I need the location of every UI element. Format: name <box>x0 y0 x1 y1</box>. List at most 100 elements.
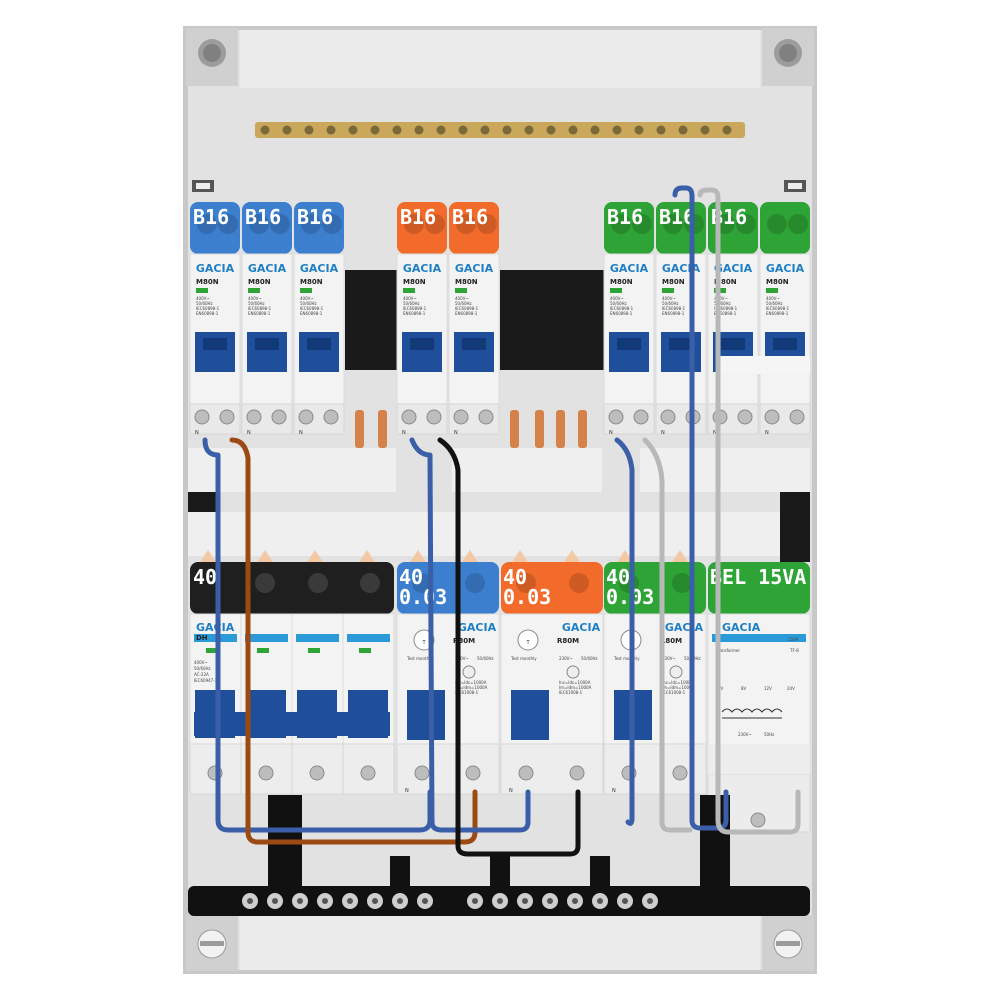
row1-cover-mid <box>452 448 602 492</box>
mcb-model: M80N <box>300 278 323 286</box>
earth-screw-hole <box>480 125 490 135</box>
rcd-cap-hole <box>412 573 432 593</box>
mcb-cap-hole <box>249 214 269 234</box>
corner-screw-top-left <box>186 28 238 86</box>
mcb-spec-line: EN60898-1 <box>455 311 478 316</box>
bell-wire-blue <box>672 185 729 831</box>
mcb-spec-line: IEC60898-1 <box>403 306 427 311</box>
rcd-spec-line: Im=Idm=1000A <box>662 685 695 690</box>
mcb-spec-line: 400V~ <box>248 296 262 301</box>
neutral-screw-slot <box>247 898 253 904</box>
mcb-module: GACIAM80N400V~50/60HzIEC60898-1EN60898-1… <box>396 202 448 436</box>
blank-cover-1 <box>345 270 397 370</box>
neutral-screw-slot <box>322 898 328 904</box>
mcb-toggle-top <box>669 338 693 350</box>
row1-cover-left <box>188 448 396 492</box>
rcd-terminal-block <box>396 743 500 795</box>
test-button-letter: T <box>421 640 426 646</box>
terminal-letter: N <box>612 788 616 794</box>
mcb-cap-hole <box>218 214 238 234</box>
rcd-spec-line: IEC61008-1 <box>662 690 686 695</box>
mcb-cover <box>294 202 344 254</box>
terminal-screw <box>401 409 417 425</box>
mcb-body <box>396 253 448 405</box>
earth-screw-hole <box>524 125 534 135</box>
busbar-tip <box>307 550 323 562</box>
mcb-cap-hole <box>736 214 756 234</box>
isolator-handle-bar[interactable] <box>194 712 390 736</box>
row1-cover-right <box>640 448 810 492</box>
mcb-brand: GACIA <box>196 262 235 275</box>
neutral-wire-blue-3 <box>614 437 635 826</box>
mcb-spec-line: IEC60898-1 <box>610 306 634 311</box>
mcb-spec-line: IEC60898-1 <box>455 306 479 311</box>
mcb-spec-line: 400V~ <box>455 296 469 301</box>
mcb-spec-line: 400V~ <box>196 296 210 301</box>
busbar-tip <box>512 550 528 562</box>
rcd-spec-line: IEC61008-1 <box>559 690 583 695</box>
terminal-screw <box>750 812 766 828</box>
mcb-model: M80N <box>248 278 271 286</box>
rcd-indicator <box>566 665 580 679</box>
isolator-spec-line: 400V~ <box>194 660 208 665</box>
mcb-model: M80N <box>766 278 789 286</box>
mcb-spec-line: 50/60Hz <box>610 301 627 306</box>
rcd-voltage: 230V~ <box>559 656 573 661</box>
isolator-spec-line: AC-22A <box>194 672 209 677</box>
earth-screw-hole <box>568 125 578 135</box>
mcb-body <box>241 253 293 405</box>
rcd-terminal-block <box>603 743 707 795</box>
mcb-spec-line: EN60898-1 <box>300 311 323 316</box>
mcb-cover <box>760 202 810 254</box>
terminal-screw <box>360 765 376 781</box>
earth-screw-hole <box>458 125 468 135</box>
terminal-letter: N <box>299 430 303 436</box>
busbar-tip <box>462 550 478 562</box>
test-button-letter: T <box>525 640 530 646</box>
rcd-spec-line: Im=Idm=1000A <box>455 685 488 690</box>
mcb-cap-hole <box>301 214 321 234</box>
rail-clip-right-inner <box>788 183 802 189</box>
mcb-brand: GACIA <box>248 262 287 275</box>
busbar-tip <box>672 550 688 562</box>
mcb-spec-line: IEC60898-1 <box>714 306 738 311</box>
transformer-input: 230V~ <box>738 732 752 737</box>
mcb-toggle-top <box>617 338 641 350</box>
mcb-module: GACIAM80N400V~50/60HzIEC60898-1EN60898-1… <box>759 202 811 436</box>
mcb-body <box>448 253 500 405</box>
busbar-tip <box>359 550 375 562</box>
wiring <box>202 185 801 857</box>
rcd-brand: GACIA <box>562 621 601 634</box>
mcb-model: M80N <box>714 278 737 286</box>
rcd-test-text: Test monthly <box>613 656 640 661</box>
earth-screw-hole <box>634 125 644 135</box>
terminal-letter: N <box>661 430 665 436</box>
rcd-spec-line: Inc=Idc=1000A <box>455 680 487 685</box>
module-spacer <box>720 356 810 374</box>
mcb-spec-line: 50/60Hz <box>766 301 783 306</box>
mcb-spec-line: 400V~ <box>403 296 417 301</box>
mcb-spec-line: EN60898-1 <box>248 311 271 316</box>
mcb-toggle-top <box>255 338 279 350</box>
neutral-screw-slot <box>297 898 303 904</box>
neutral-screw-slot <box>597 898 603 904</box>
rcd-test-text: Test monthly <box>510 656 537 661</box>
rcd-test-button[interactable] <box>517 629 539 651</box>
terminal-screw <box>309 765 325 781</box>
mcb-cap-hole <box>632 214 652 234</box>
isolator-stripe <box>347 634 390 642</box>
mcb-cap-hole <box>663 214 683 234</box>
transformer-stripe <box>712 634 806 642</box>
mcb-spec-line: EN60898-1 <box>196 311 219 316</box>
mcb-body <box>603 253 655 405</box>
mcb-body <box>759 253 811 405</box>
rcd-test-text: Test monthly <box>406 656 433 661</box>
terminal-letter: N <box>247 430 251 436</box>
rcd-toggle[interactable] <box>511 690 549 740</box>
earth-screw-hole <box>392 125 402 135</box>
mcb-brand: GACIA <box>714 262 753 275</box>
top-cover <box>240 30 760 88</box>
rcd-sensitivity-label: 0.03 <box>399 585 447 609</box>
rcd-toggle[interactable] <box>407 690 445 740</box>
